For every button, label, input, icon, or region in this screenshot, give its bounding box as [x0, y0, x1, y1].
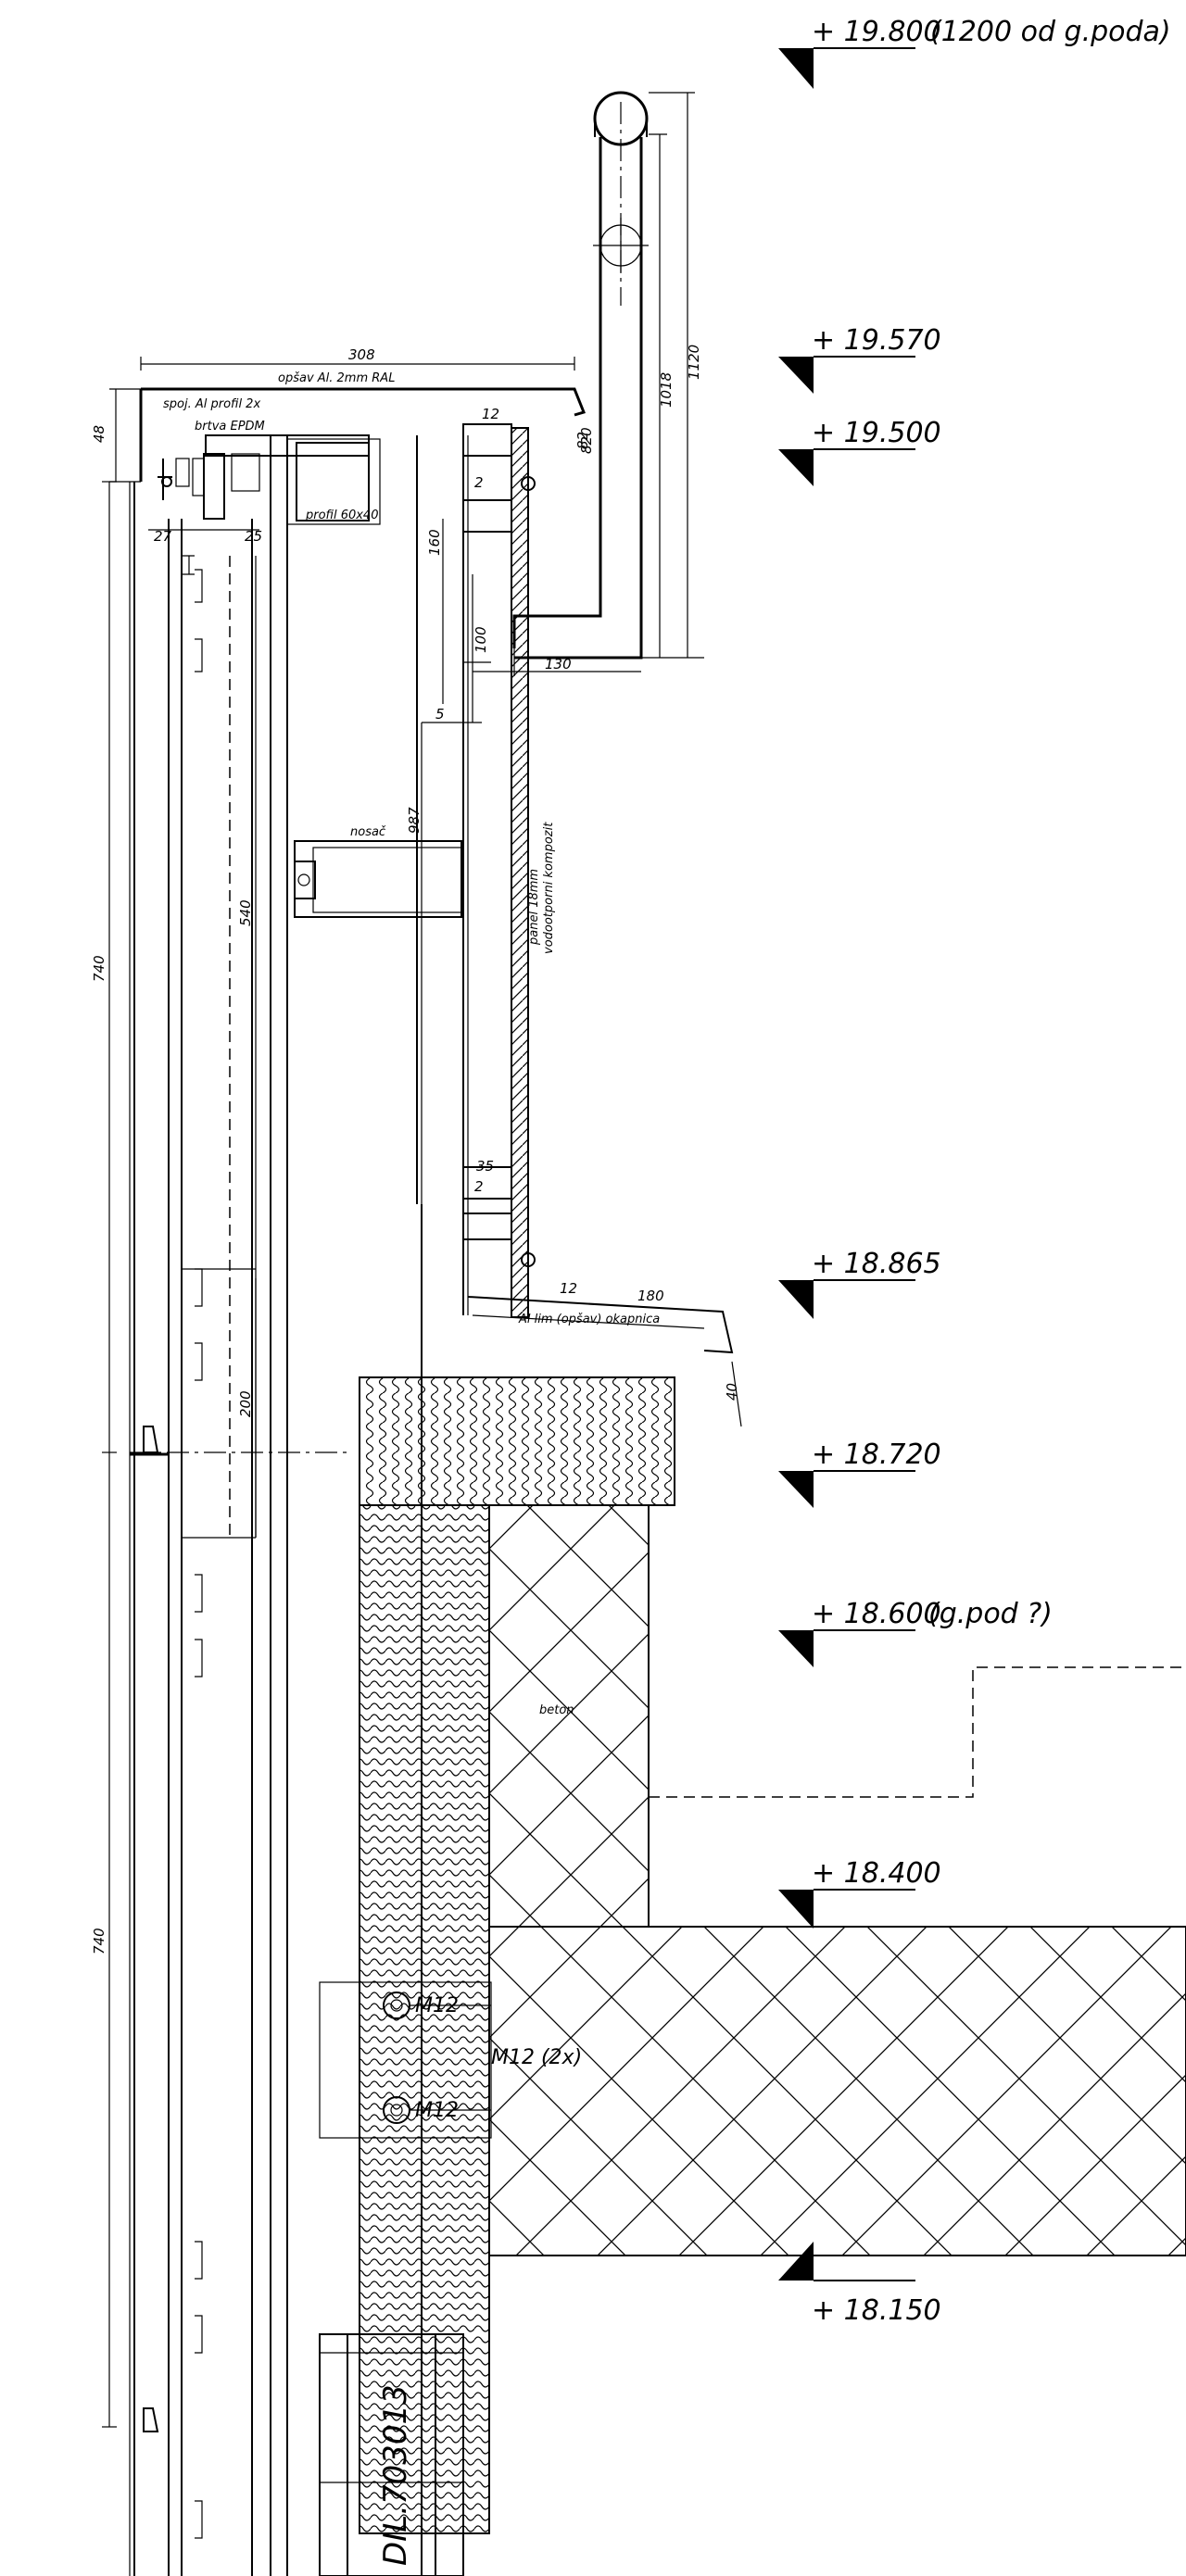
level-label: + 19.800 [812, 16, 941, 48]
svg-text:profil 60x40: profil 60x40 [305, 509, 378, 522]
level-marker-18400: + 18.400 [778, 1857, 941, 1929]
level-label: + 18.865 [812, 1248, 941, 1280]
svg-text:panel 18mm: panel 18mm [527, 869, 541, 946]
anchor-label-b: M12 [415, 2099, 459, 2122]
level-marker-19570: + 19.570 [778, 324, 941, 394]
dim-27: 27 [154, 528, 172, 545]
handrail: 1018 1120 820 82 130 [473, 91, 704, 676]
left-dimensions: 740 740 27 25 540 200 [91, 481, 262, 2428]
frame-profile-top: brtva EPDM profil 60x40 [158, 420, 381, 525]
svg-text:nosač: nosač [350, 825, 386, 839]
cladding-rails [130, 555, 352, 2539]
anchors: M12 M12 M12 (2x) [319, 1981, 582, 2139]
dim-12-a: 12 [482, 406, 499, 422]
level-marker-19800: + 19.800 (1200 od g.poda) [778, 16, 1171, 89]
concrete-label: beton [539, 1703, 574, 1717]
dim-130: 130 [545, 656, 572, 672]
profile-label: DIL.703013 [377, 2384, 414, 2566]
bottom-profile: DIL.703013 [319, 2333, 464, 2576]
dim-5: 5 [435, 706, 445, 723]
dim-987: 987 [406, 807, 423, 834]
anchor-label-a: M12 [415, 1994, 459, 2017]
dim-40: 40 [724, 1383, 740, 1401]
dim-25: 25 [245, 528, 262, 545]
level-note: (1200 od g.poda) [930, 16, 1171, 48]
dim-160: 160 [426, 529, 443, 556]
level-note: (g.pod ?) [928, 1598, 1053, 1630]
insulation-vertical [359, 1504, 490, 2534]
cladding-panel: panel 18mm vodootporni kompozit [511, 427, 556, 1318]
level-label: + 19.500 [812, 417, 941, 449]
svg-text:Al lim (opšav) okapnica: Al lim (opšav) okapnica [518, 1313, 660, 1326]
svg-text:spoj. Al profil 2x: spoj. Al profil 2x [163, 397, 260, 411]
mid-bracket: nosač [294, 825, 462, 918]
level-marker-18150: + 18.150 [778, 2242, 941, 2327]
insulation-top [359, 1376, 675, 1506]
concrete-upstand: beton [488, 1504, 1186, 1928]
dim-820: 820 [578, 427, 595, 454]
level-marker-19500: + 19.500 [778, 417, 941, 486]
dim-308: 308 [348, 346, 375, 363]
dim-180: 180 [637, 1288, 664, 1304]
parapet-cap: 308 48 opšav Al. 2mm RAL spoj. Al profil… [91, 346, 587, 483]
inner-dims: 160 100 5 987 [406, 519, 491, 1204]
dim-2-a: 2 [474, 474, 484, 491]
dim-740-b: 740 [91, 1928, 107, 1954]
level-label: + 18.150 [812, 2294, 941, 2327]
level-label: + 18.400 [812, 1857, 941, 1890]
anchor-label-pair: M12 (2x) [491, 2046, 582, 2069]
brackets: 12 2 2 35 [462, 406, 536, 1267]
dim-200: 200 [237, 1390, 254, 1417]
level-label: + 18.720 [812, 1439, 941, 1471]
sill-flashing: 40 180 12 Al lim (opšav) okapnica [467, 1280, 742, 1427]
dim-740-a: 740 [91, 955, 107, 982]
dim-12-b: 12 [560, 1280, 577, 1297]
level-label: + 18.600 [812, 1598, 941, 1630]
level-marker-18865: + 18.865 [778, 1248, 941, 1319]
dim-2-b: 2 [474, 1178, 484, 1195]
dim-35: 35 [476, 1158, 494, 1175]
cap-note: opšav Al. 2mm RAL [278, 371, 395, 385]
dim-540: 540 [237, 899, 254, 926]
concrete-slab [488, 1926, 1186, 2256]
cap-flashing [141, 387, 587, 417]
svg-text:vodootporni kompozit: vodootporni kompozit [542, 822, 556, 954]
svg-text:brtva EPDM: brtva EPDM [195, 420, 265, 434]
dim-82: 82 [574, 432, 591, 449]
dim-100: 100 [473, 626, 489, 653]
dim-1018: 1018 [658, 372, 675, 408]
dim-1120: 1120 [686, 345, 702, 380]
level-label: + 19.570 [812, 324, 941, 357]
level-marker-18720: + 18.720 [778, 1439, 941, 1508]
dim-48: 48 [91, 425, 107, 443]
level-marker-18600: + 18.600 (g.pod ?) [778, 1598, 1053, 1667]
